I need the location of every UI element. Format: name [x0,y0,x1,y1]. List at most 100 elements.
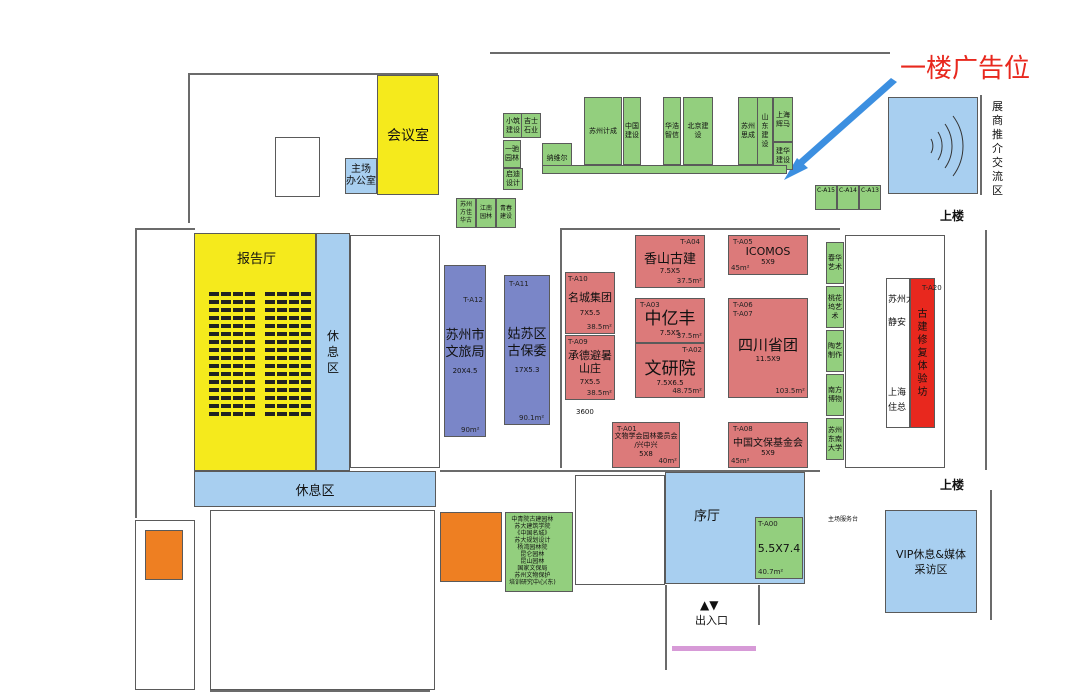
seat [277,332,287,336]
seat [233,308,243,312]
restroom-orange [440,512,502,582]
booth-list-item: 昆仑园林 [520,551,545,558]
booth-zhongyifeng: T-A03 中亿丰 7.5X5 37.5m² [635,298,705,343]
entrance-mat [672,646,756,651]
green-booth: 一驰园林 [503,140,521,168]
seat [277,292,287,296]
seat [245,340,255,344]
booth-list-item: 苏大规划设计 [514,537,551,544]
green-booth: 桃花坞艺术 [826,286,844,328]
seat [221,308,231,312]
seat [245,356,255,360]
green-booth: 苏州计成 [584,97,622,165]
report-hall-label: 报告厅 [237,252,277,267]
seat [209,388,219,392]
seat [209,348,219,352]
seat [265,404,275,408]
seat [233,316,243,320]
booth-a00: T-A00 5.5X7.4 40.7m² [755,517,803,579]
seat [233,412,243,416]
seat [265,292,275,296]
seat [221,380,231,384]
room-outline [275,137,320,197]
seat [209,372,219,376]
booth-code: T-A04 [680,238,700,246]
seat [221,332,231,336]
seat [301,404,311,408]
seat [265,340,275,344]
seat [277,412,287,416]
seat [265,348,275,352]
booth-area: 40m² [658,457,677,465]
booth-code: T-A20 [922,284,942,292]
booth-name: 5.5X7.4 [757,541,801,555]
booth-list-item: 培训研究中心(东) [509,579,556,586]
booth-code: T-A02 [682,346,702,354]
green-booth: 青春建设 [496,198,516,228]
seat [245,348,255,352]
green-booth: 苏州方佳华古 [456,198,476,228]
booth-area: 38.5m² [586,389,612,397]
right-booth-name: 住总 [888,403,907,413]
annotation-text: 一楼广告位 [900,54,1031,84]
booth-wenyanyuan: T-A02 文研院 7.5X6.5 48.75m² [635,343,705,398]
booth-size: 7.5X6.5 [656,379,684,387]
seat [209,364,219,368]
seat [221,412,231,416]
seat [245,380,255,384]
seat [301,324,311,328]
seat [301,396,311,400]
seat [289,380,299,384]
seat [301,388,311,392]
wall [440,470,820,472]
green-booth: 苏州东南大学 [826,418,844,460]
green-booth: C-A15 [815,185,837,210]
seat [289,324,299,328]
green-booth: 华浩智信 [663,97,681,165]
booth-name: 姑苏区 古保委 [507,327,547,359]
right-booth-name: 苏州大 [888,295,916,305]
seat [277,404,287,408]
seat [209,396,219,400]
green-booth: 上海辉马 [773,97,793,142]
seat [289,404,299,408]
seat [245,300,255,304]
site-office: 主场 办公室 [345,158,377,194]
wall [990,490,992,620]
seat [265,300,275,304]
wall [135,228,195,230]
green-booth: C-A14 [837,185,859,210]
green-booth: 小筑建设 [503,113,523,138]
seat [301,308,311,312]
booth-list-item: 杨湾园林院 [517,544,548,551]
room-outline [210,510,435,690]
entrance-arrow-icon: ▲▼ [700,598,719,612]
seat [301,300,311,304]
seat [301,292,311,296]
seat [245,412,255,416]
seat [245,292,255,296]
booth-size: 7.5X5 [659,267,681,275]
seat [289,364,299,368]
booth-gujian: 古 建 修 复 体 验 坊 [910,278,935,428]
dimension-label: 3600 [576,408,594,416]
seat [245,308,255,312]
seat [265,364,275,368]
seat [221,396,231,400]
seat [221,404,231,408]
booth-list: 中青院古建园林苏大建筑学院《中国名城》苏大规划设计杨湾园林院昆仑园林昆山园林国家… [509,516,556,586]
booth-area: 45m² [731,264,750,272]
seat [289,388,299,392]
booth-wenwu: T-A01 文物学会园林委员会 /兴中兴 5X8 40m² [612,422,680,468]
seat [233,396,243,400]
green-booth: 苏州思成 [738,97,758,165]
seat [221,292,231,296]
seat [233,348,243,352]
seat [233,332,243,336]
seat [209,324,219,328]
seat [289,292,299,296]
booth-area: 48.75m² [672,387,702,395]
wall [980,95,982,195]
